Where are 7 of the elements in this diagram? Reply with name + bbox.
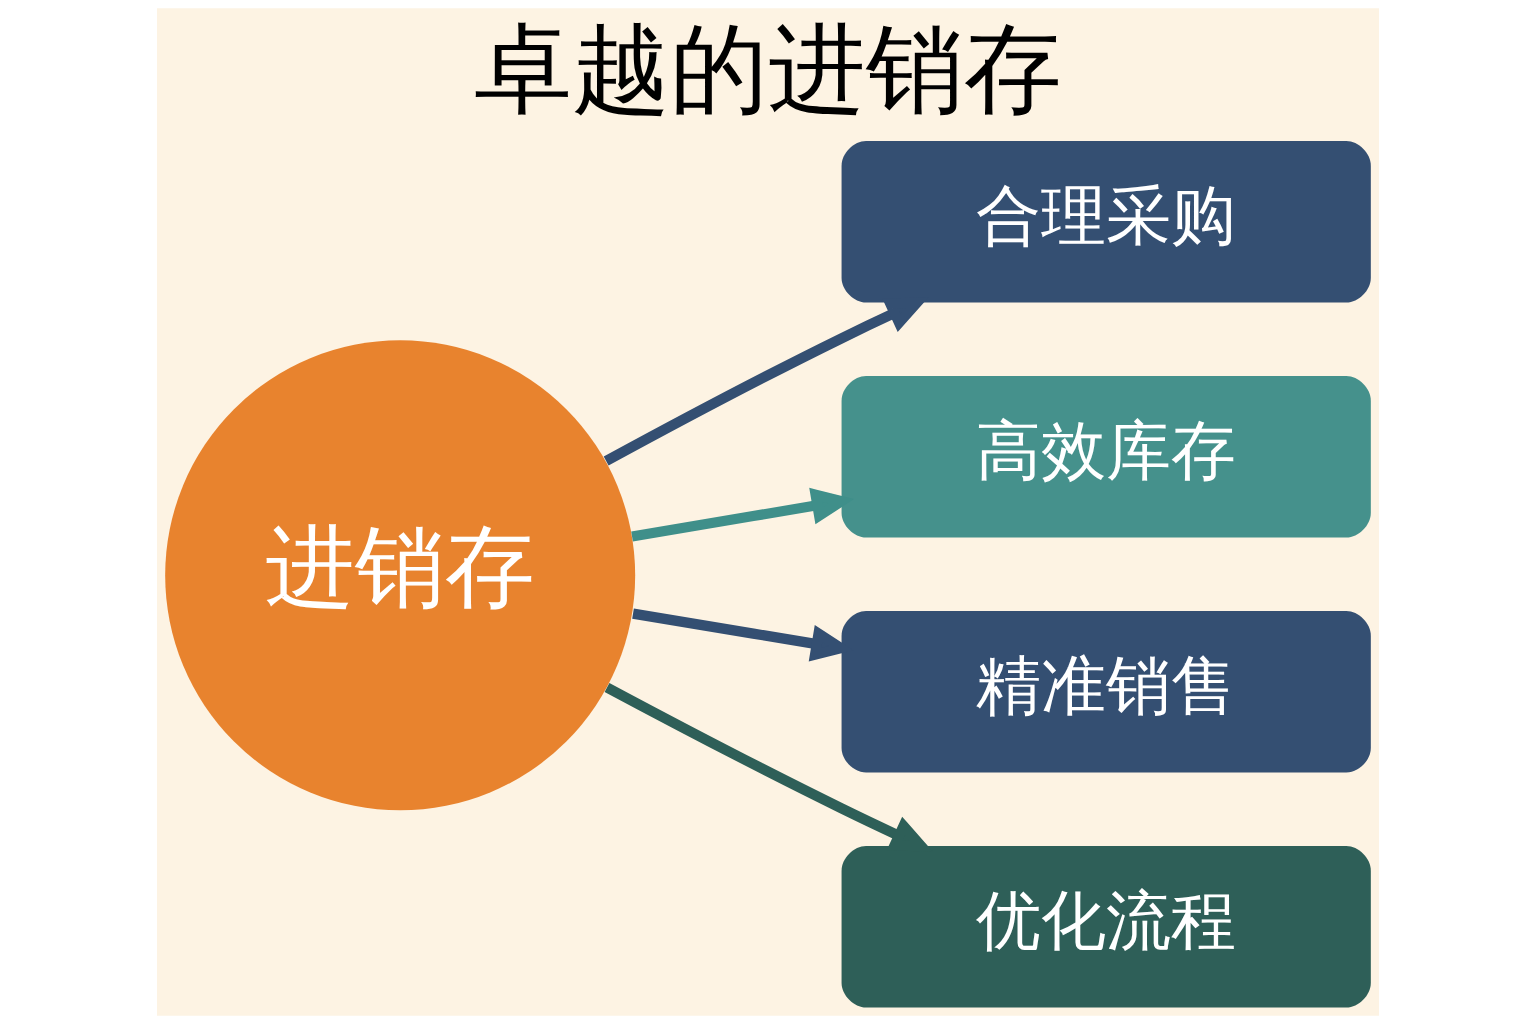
arrow [631, 487, 855, 542]
diagram-title: 卓越的进销存 [474, 12, 1062, 127]
node-box: 优化流程 [841, 846, 1371, 1008]
node-box: 精准销售 [841, 611, 1371, 773]
node-circle: 进销存 [165, 340, 636, 811]
node-box: 高效库存 [841, 376, 1371, 538]
node-box: 合理采购 [841, 141, 1371, 303]
